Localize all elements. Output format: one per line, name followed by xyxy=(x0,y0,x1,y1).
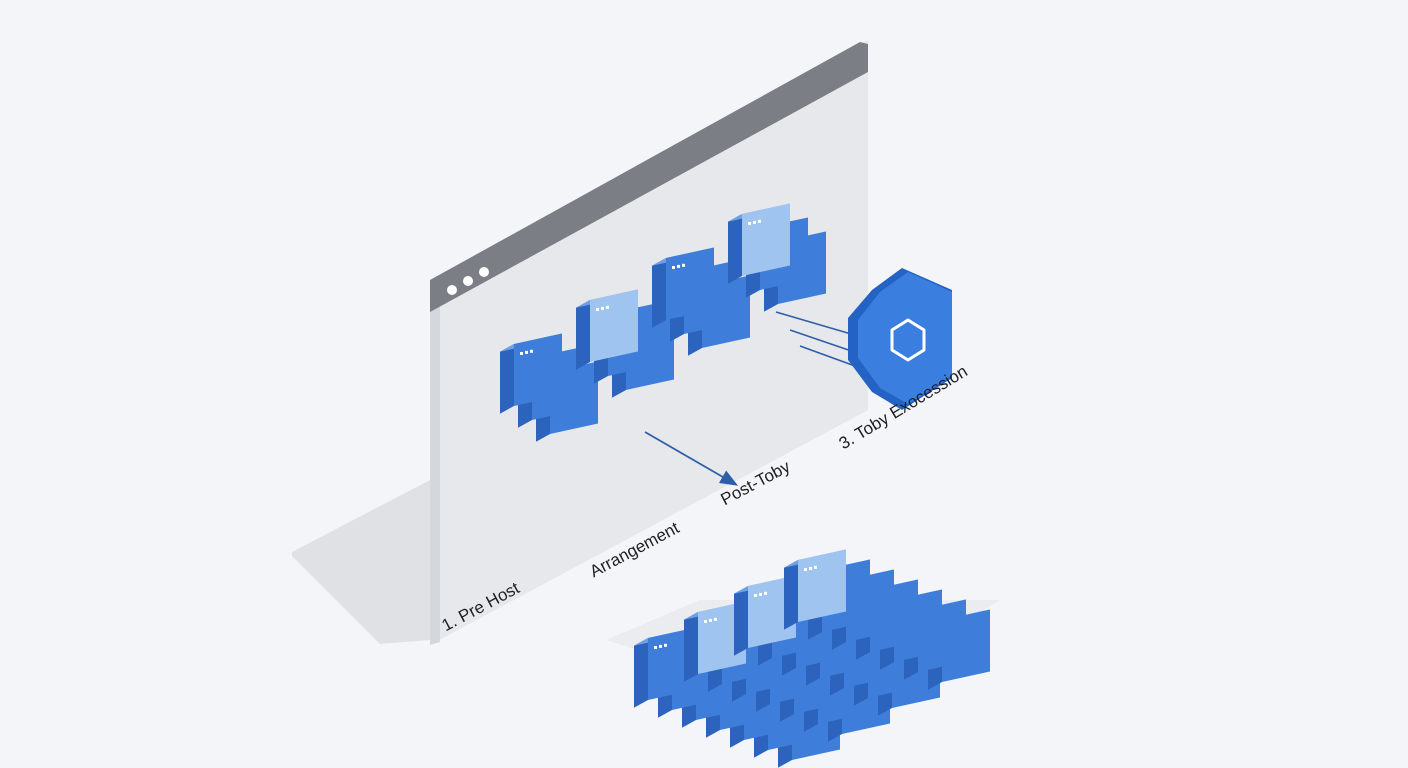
flow-arrow xyxy=(644,431,739,486)
server-rack-icon xyxy=(500,333,562,414)
window-panel-edge xyxy=(430,296,440,645)
server-rack-icon xyxy=(684,601,746,682)
server-rack-icon xyxy=(728,203,790,284)
window-shadow xyxy=(292,480,430,644)
window-titlebar xyxy=(430,42,868,312)
server-rack-icon xyxy=(576,289,638,370)
server-rack-icon xyxy=(784,549,846,630)
server-cluster-window xyxy=(500,203,826,442)
window-dots-icon xyxy=(447,267,489,295)
server-cluster-grid xyxy=(634,549,990,768)
shield-hexagon-icon xyxy=(848,268,952,410)
server-rack-icon xyxy=(652,247,714,328)
